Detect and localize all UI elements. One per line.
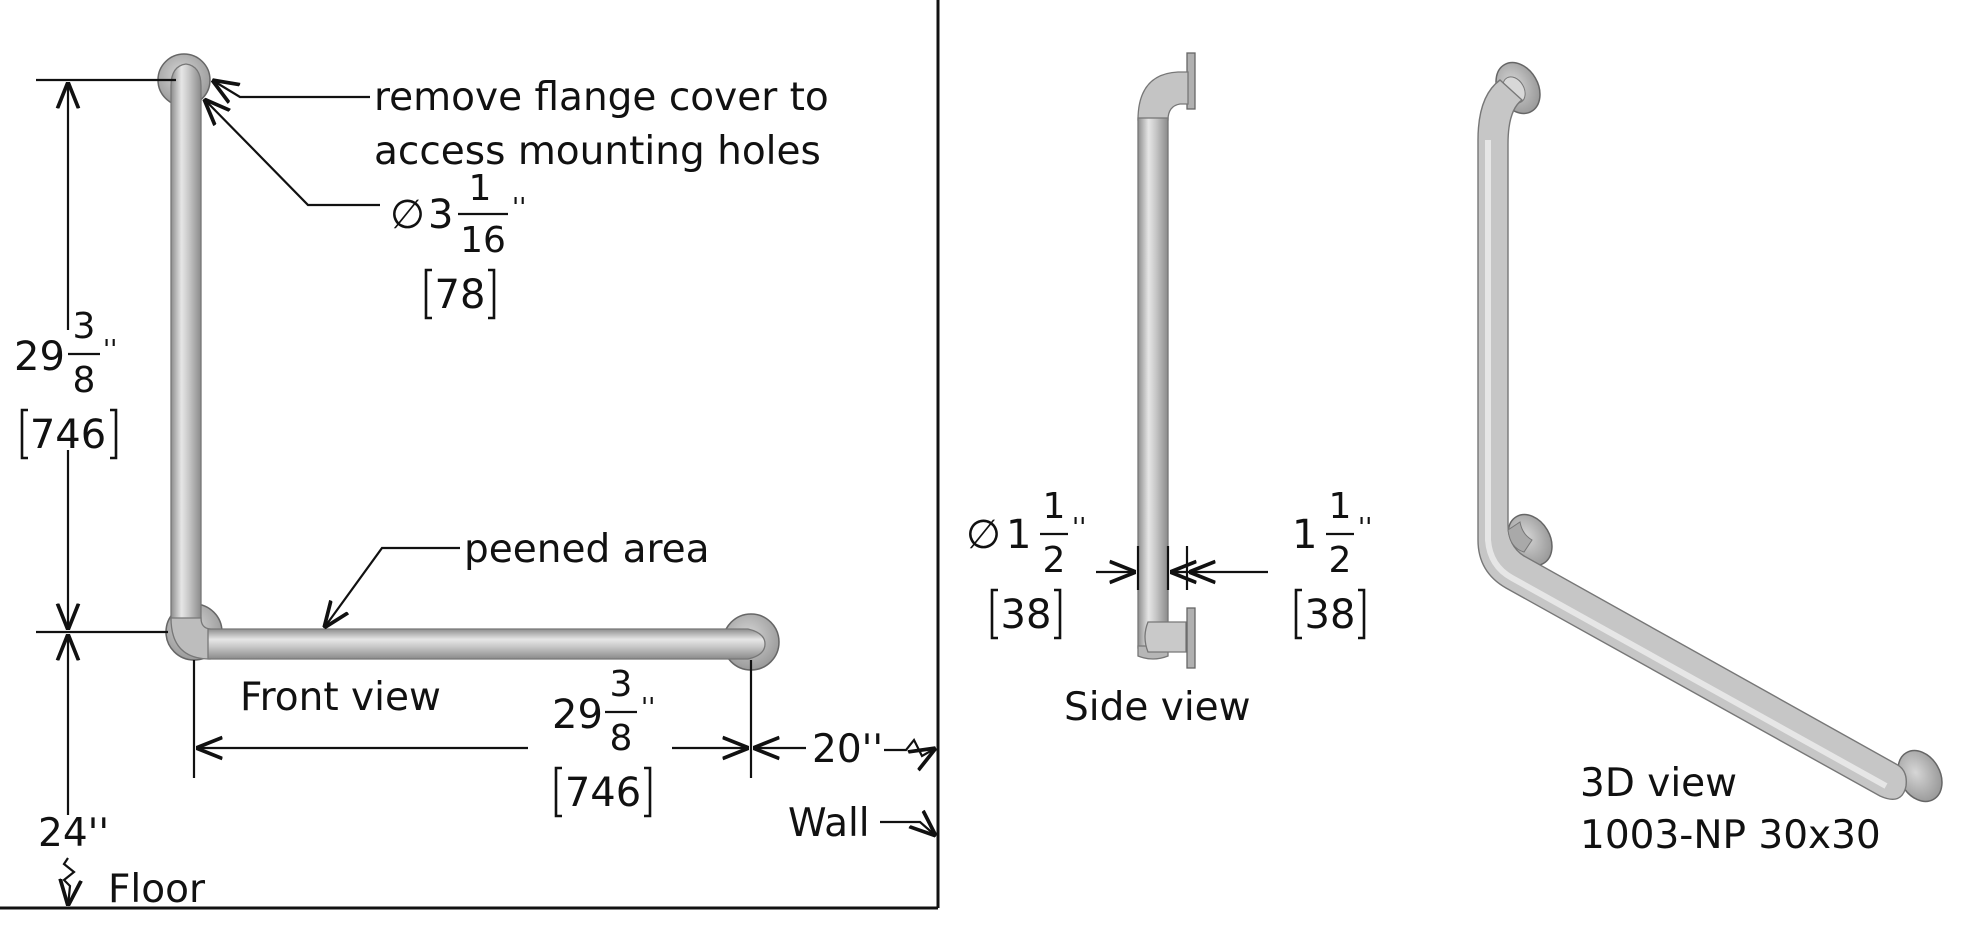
diameter-symbol: ∅: [966, 512, 1001, 558]
floor-label: Floor: [108, 867, 206, 912]
iso-view-caption-line1: 3D view: [1580, 761, 1737, 806]
side-bar-top-bend: [1137, 71, 1189, 121]
bar-diameter-dimension: ∅ 1 1 2 '' 38: [966, 486, 1086, 640]
front-bar-vertical: [170, 63, 202, 621]
vertical-length-dimension: 29 3 8 '' 746: [14, 306, 118, 460]
dimension-whole: 3: [428, 192, 453, 238]
dimension-denominator: 8: [73, 360, 96, 401]
wall-offset-label: 20'': [812, 727, 883, 772]
flange-cover-leader: [212, 80, 370, 97]
side-view-caption: Side view: [1064, 685, 1251, 730]
wall-leader: [880, 822, 936, 836]
dimension-numerator: 3: [610, 664, 633, 705]
dimension-denominator: 2: [1043, 540, 1066, 581]
side-bottom-standoff: [1144, 621, 1187, 653]
dimension-whole: 1: [1292, 512, 1317, 558]
dimension-whole: 1: [1006, 512, 1031, 558]
flange-cover-callout-line2: access mounting holes: [374, 129, 821, 174]
metric-bracket: [554, 766, 652, 818]
dimension-numerator: 3: [73, 306, 96, 347]
wall-label: Wall: [788, 801, 870, 846]
horizontal-length-dimension: 29 3 8 '' 746: [552, 664, 655, 818]
side-view: ∅ 1 1 2 '' 38 1 1 2 '' 38 Side view: [966, 52, 1372, 730]
height-above-floor-label: 24'': [38, 811, 109, 856]
flange-diameter-dimension: ∅ 3 1 16 '' 78: [390, 168, 526, 320]
dimension-whole: 29: [552, 692, 603, 738]
iso-view-caption-line2: 1003-NP 30x30: [1580, 813, 1881, 858]
metric-bracket: [990, 588, 1062, 640]
metric-bracket: [1294, 588, 1366, 640]
dimension-numerator: 1: [469, 168, 492, 209]
dimension-denominator: 16: [460, 220, 506, 261]
dimension-denominator: 8: [610, 718, 633, 759]
dimension-metric: 746: [30, 412, 106, 458]
dimension-whole: 29: [14, 334, 65, 380]
dimension-unit: '': [641, 693, 655, 723]
dimension-metric: 746: [565, 770, 641, 816]
front-bar-horizontal: [207, 628, 766, 660]
dimension-metric: 38: [1001, 592, 1052, 638]
peened-area-leader: [324, 546, 460, 628]
side-bottom-flange: [1186, 607, 1196, 669]
front-view-caption: Front view: [240, 675, 441, 720]
flange-cover-callout-line1: remove flange cover to: [374, 75, 829, 120]
front-view: remove flange cover to access mounting h…: [0, 0, 938, 912]
iso-view: 3D view 1003-NP 30x30: [1477, 61, 1943, 858]
dimension-metric: 78: [435, 272, 486, 318]
wall-clearance-dimension: 1 1 2 '' 38: [1292, 486, 1372, 640]
iso-bar: [1477, 79, 1907, 800]
metric-bracket: [20, 408, 118, 460]
iso-corner-standoff: [1507, 521, 1533, 553]
peened-area-callout: peened area: [464, 527, 710, 572]
dimension-denominator: 2: [1329, 540, 1352, 581]
dimension-unit: '': [512, 193, 526, 223]
dimension-numerator: 1: [1043, 486, 1066, 527]
diameter-symbol: ∅: [390, 192, 425, 238]
dimension-unit: '': [1072, 513, 1086, 543]
side-bar-vertical: [1137, 117, 1169, 649]
wall-offset-break-symbol: [884, 737, 936, 756]
flange-diameter-leader: [204, 99, 380, 207]
dimension-numerator: 1: [1329, 486, 1352, 527]
dimension-metric: 38: [1305, 592, 1356, 638]
height-break-symbol: [64, 857, 74, 906]
dimension-unit: '': [1358, 513, 1372, 543]
metric-bracket: [424, 268, 496, 320]
iso-bar-highlight: [1485, 140, 1888, 789]
dimension-unit: '': [103, 335, 117, 365]
